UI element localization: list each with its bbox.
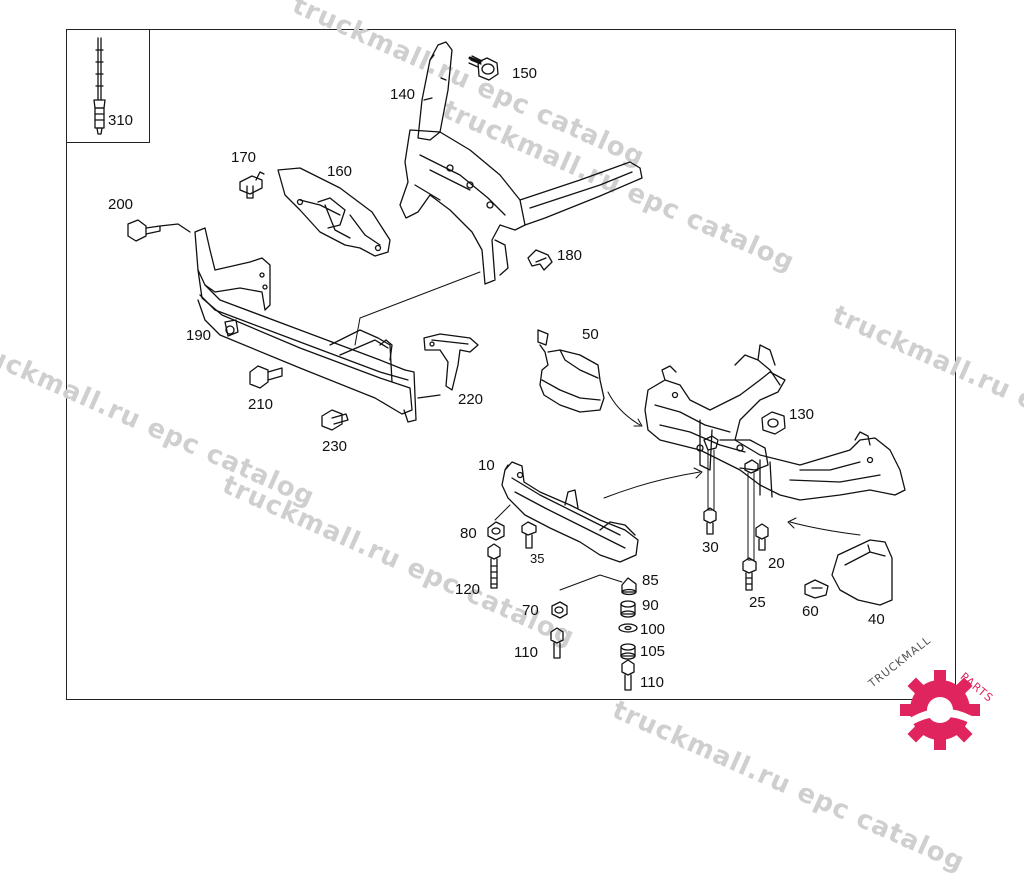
leader-line	[494, 504, 511, 521]
bolt-210	[249, 365, 283, 389]
diagram-frame	[66, 29, 956, 700]
bracket-40	[831, 539, 893, 606]
truckmall-logo: TRUCKMALL PARTS	[860, 633, 1020, 750]
callout-label: 50	[582, 326, 599, 343]
bracket-160	[277, 167, 391, 257]
callout-label: 85	[642, 572, 659, 589]
arrow-40	[789, 521, 861, 536]
bolt-25	[742, 459, 759, 591]
bolt-20	[755, 523, 769, 551]
callout-label: 80	[460, 525, 477, 542]
callout-label: 150	[512, 65, 538, 82]
callout-label: 140	[390, 86, 416, 103]
bolt-110	[550, 627, 564, 659]
nut-130	[761, 411, 786, 435]
callout-label: 60	[802, 603, 819, 620]
callout-label: 105	[640, 643, 666, 660]
callout-label: 170	[231, 149, 257, 166]
clip-170	[239, 171, 265, 199]
callout-label: 100	[640, 621, 666, 638]
clip-180	[527, 249, 553, 271]
bolt-150	[468, 55, 499, 81]
callout-label: 120	[455, 581, 481, 598]
beam-190	[194, 227, 417, 423]
callout-label: 180	[557, 247, 583, 264]
bolt-200	[127, 219, 191, 242]
mount-90	[620, 600, 636, 618]
callout-label: 30	[702, 539, 719, 556]
nut-70	[551, 601, 568, 619]
bolt-120	[487, 543, 501, 589]
callout-label: 20	[768, 555, 785, 572]
bolt-35	[521, 521, 537, 549]
callout-label: 160	[327, 163, 353, 180]
callout-label: 210	[248, 396, 274, 413]
sleeve-105	[620, 643, 636, 660]
callout-label: 110	[514, 644, 538, 661]
callout-label: 70	[522, 602, 539, 619]
crossmember-10	[501, 461, 639, 563]
callout-label: 190	[186, 327, 212, 344]
gear-icon	[900, 670, 980, 750]
callout-label: 90	[642, 597, 659, 614]
leader-line	[354, 271, 481, 346]
clip-60	[804, 579, 829, 599]
bracket-220	[417, 333, 479, 399]
callout-label: 10	[478, 457, 495, 474]
leader-line	[559, 574, 623, 591]
washer-100	[618, 623, 638, 633]
callout-label: 130	[789, 406, 815, 423]
callout-label: 230	[322, 438, 348, 455]
nut-80	[487, 521, 505, 541]
arrow-50	[607, 391, 641, 426]
callout-label: 220	[458, 391, 484, 408]
inset-box	[66, 29, 150, 143]
callout-label: 40	[868, 611, 885, 628]
bolt-30	[703, 435, 719, 535]
bolt-110	[621, 659, 635, 691]
subframe-assembly	[644, 344, 906, 501]
callout-label: 310	[108, 112, 134, 129]
parts-drawing	[93, 37, 906, 691]
callout-label: 110	[640, 674, 664, 691]
callout-label: 25	[749, 594, 766, 611]
callout-label: 35	[530, 551, 545, 566]
bolt-230	[321, 409, 349, 431]
bracket-50	[537, 329, 605, 413]
callout-label: 200	[108, 196, 134, 213]
bracket-140	[399, 41, 643, 285]
arrow-10	[603, 471, 701, 499]
bushing-85	[621, 577, 637, 596]
bolt-310	[93, 37, 106, 135]
